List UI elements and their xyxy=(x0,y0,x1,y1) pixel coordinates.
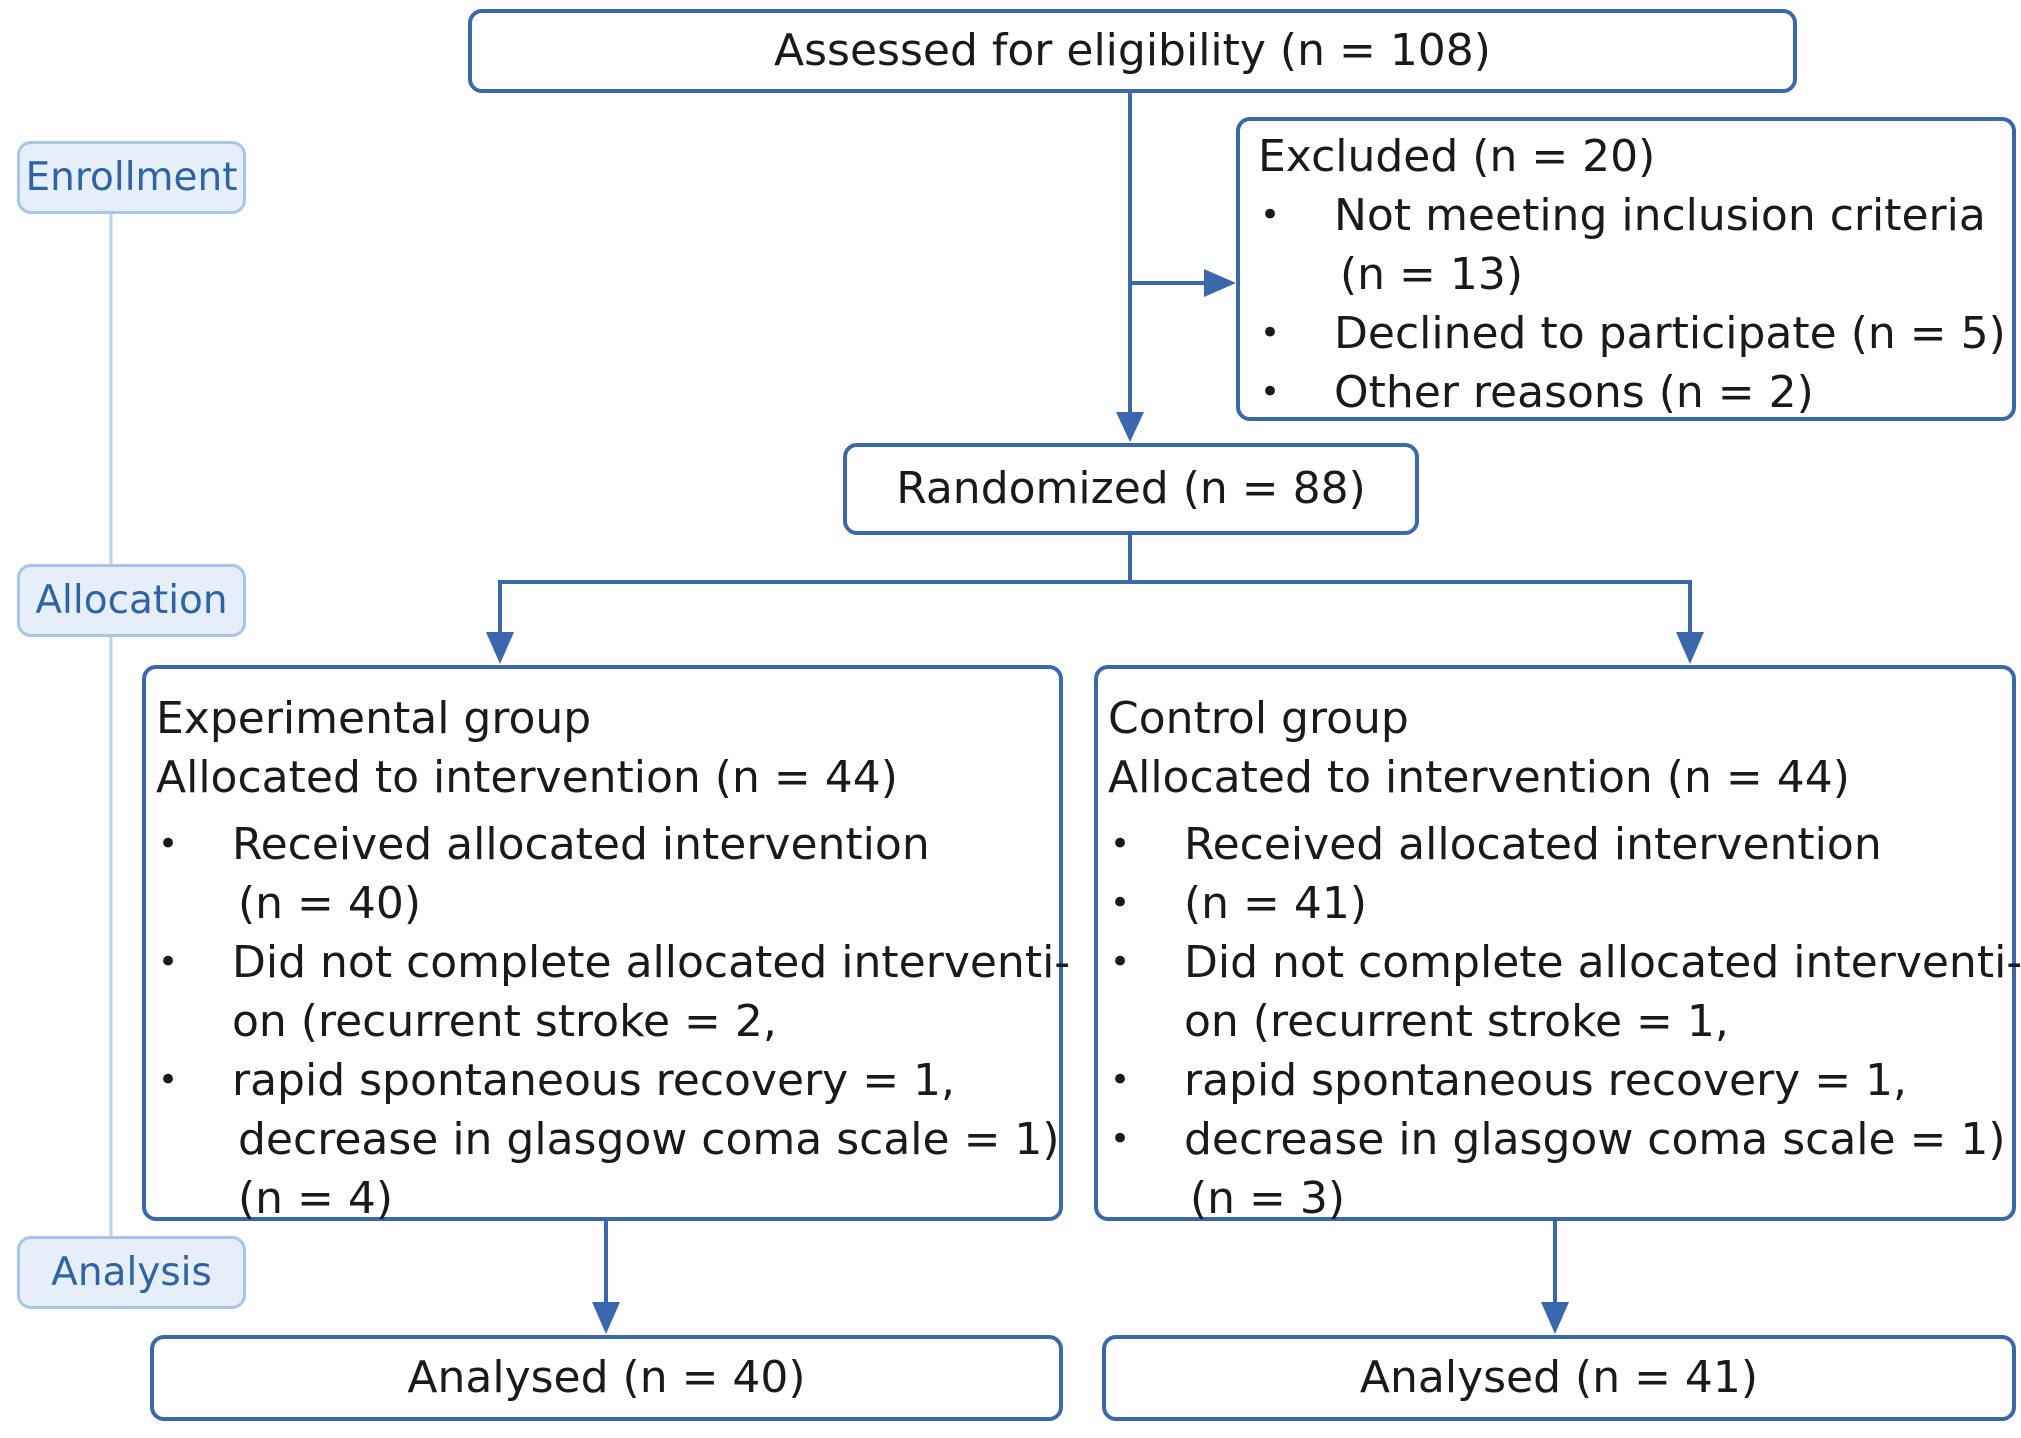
experimental-group-box: Experimental group Allocated to interven… xyxy=(142,665,1070,1224)
experimental-line: rapid spontaneous recovery = 1, xyxy=(156,1051,1059,1110)
stage-enrollment: Enrollment xyxy=(17,141,246,214)
experimental-line: Received allocated intervention xyxy=(156,815,1059,874)
excluded-box: Excluded (n = 20) Not meeting inclusion … xyxy=(1236,117,2016,422)
arrowhead-control xyxy=(1676,632,1704,664)
control-line: Received allocated intervention xyxy=(1108,815,2012,874)
stage-allocation: Allocation xyxy=(17,564,246,637)
excluded-item: Other reasons (n = 2) xyxy=(1258,363,2012,422)
arrowhead-analysed-experimental xyxy=(592,1302,620,1334)
analysed-experimental-label: Analysed (n = 40) xyxy=(407,1352,806,1403)
assessed-label: Assessed for eligibility (n = 108) xyxy=(774,25,1491,76)
experimental-line: Did not complete allocated interventi- xyxy=(156,933,1070,992)
excluded-title: Excluded (n = 20) xyxy=(1258,131,1656,182)
control-line: on (recurrent stroke = 1, xyxy=(1184,996,1729,1047)
experimental-line: (n = 4) xyxy=(238,1173,394,1224)
analysed-experimental-box: Analysed (n = 40) xyxy=(150,1335,1063,1421)
control-group-box: Control group Allocated to intervention … xyxy=(1094,665,2021,1224)
arrowhead-excluded xyxy=(1204,269,1236,297)
analysed-control-box: Analysed (n = 41) xyxy=(1102,1335,2016,1421)
control-group-subtitle: Allocated to intervention (n = 44) xyxy=(1108,752,1850,803)
control-line: (n = 41) xyxy=(1108,874,2012,933)
stage-analysis: Analysis xyxy=(17,1236,246,1309)
excluded-item: Not meeting inclusion criteria xyxy=(1258,186,2012,245)
control-line: decrease in glasgow coma scale = 1) xyxy=(1108,1110,2012,1169)
control-line: rapid spontaneous recovery = 1, xyxy=(1108,1051,2012,1110)
experimental-line: on (recurrent stroke = 2, xyxy=(232,996,777,1047)
experimental-line: (n = 40) xyxy=(238,878,422,929)
analysed-control-label: Analysed (n = 41) xyxy=(1359,1352,1759,1403)
arrowhead-experimental xyxy=(486,632,514,664)
randomized-box: Randomized (n = 88) xyxy=(843,443,1419,535)
arrowhead-analysed-control xyxy=(1541,1302,1569,1334)
assessed-box: Assessed for eligibility (n = 108) xyxy=(468,9,1797,93)
experimental-line: decrease in glasgow coma scale = 1) xyxy=(238,1114,1060,1165)
arrowhead-randomized xyxy=(1116,412,1144,442)
randomized-label: Randomized (n = 88) xyxy=(896,463,1366,514)
control-group-title: Control group xyxy=(1108,693,1409,744)
excluded-item-continuation: (n = 13) xyxy=(1340,249,1524,300)
excluded-item: Declined to participate (n = 5) xyxy=(1258,304,2012,363)
experimental-group-subtitle: Allocated to intervention (n = 44) xyxy=(156,752,898,803)
control-line: (n = 3) xyxy=(1190,1173,1346,1224)
experimental-group-title: Experimental group xyxy=(156,693,592,744)
control-line: Did not complete allocated interventi- xyxy=(1108,933,2021,992)
